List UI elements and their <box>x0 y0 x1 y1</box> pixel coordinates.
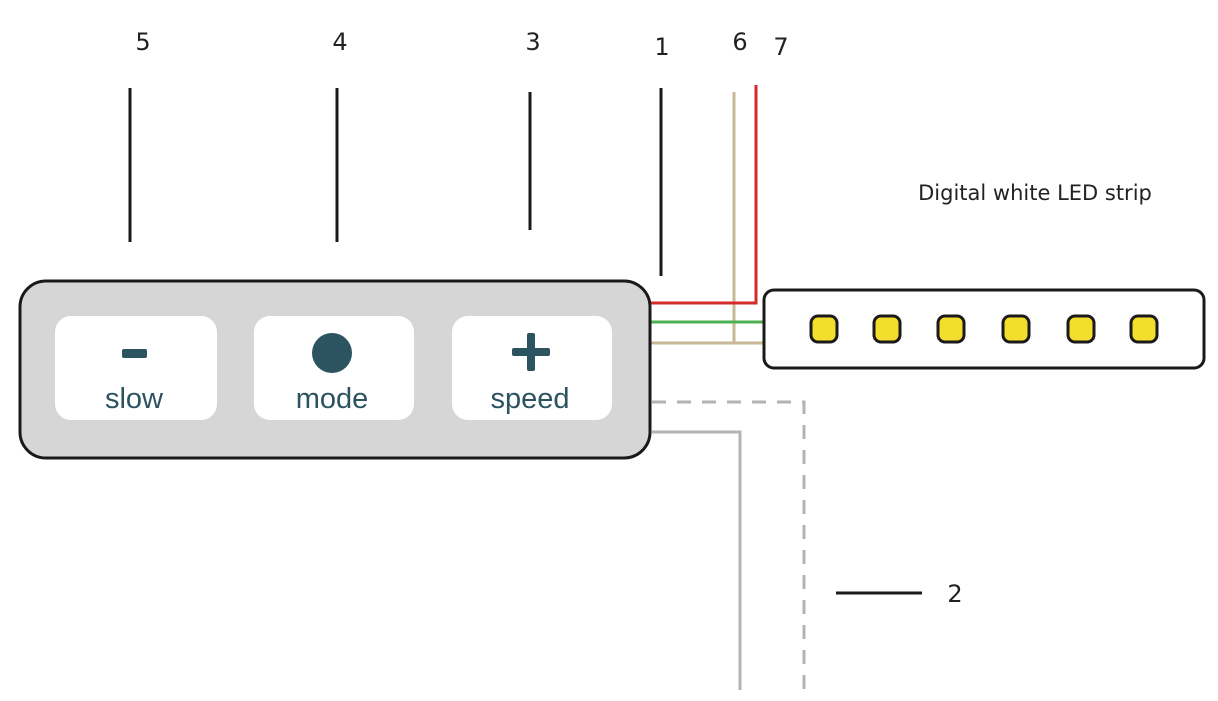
mode-button[interactable]: mode <box>254 316 414 420</box>
led-chip <box>936 314 966 344</box>
speed-button-label: speed <box>490 383 569 415</box>
callout-3: 3 <box>525 28 540 56</box>
dot-icon <box>312 333 352 373</box>
callout-1: 1 <box>654 33 669 61</box>
led-chip <box>1066 314 1096 344</box>
speed-button[interactable]: speed <box>452 316 612 420</box>
mode-button-label: mode <box>296 383 369 415</box>
callout-6: 6 <box>732 28 747 56</box>
led-chip <box>1001 314 1031 344</box>
wire-red <box>650 85 758 305</box>
slow-button[interactable]: slow <box>55 316 217 420</box>
led-chip <box>1129 314 1159 344</box>
slow-button-label: slow <box>105 383 164 415</box>
led-strip-leds <box>809 314 1159 344</box>
callout-2: 2 <box>947 580 962 608</box>
led-strip-label: Digital white LED strip <box>918 181 1152 205</box>
led-strip <box>762 288 1206 370</box>
callout-4: 4 <box>332 28 347 56</box>
led-chip <box>872 314 902 344</box>
power-cable-dashed <box>652 400 806 690</box>
led-chip <box>809 314 839 344</box>
callout-5: 5 <box>135 28 150 56</box>
minus-icon <box>122 349 147 358</box>
plus-icon <box>512 333 550 371</box>
wire-tan <box>650 92 736 345</box>
power-cable-solid <box>652 430 742 690</box>
callout-7: 7 <box>773 33 788 61</box>
